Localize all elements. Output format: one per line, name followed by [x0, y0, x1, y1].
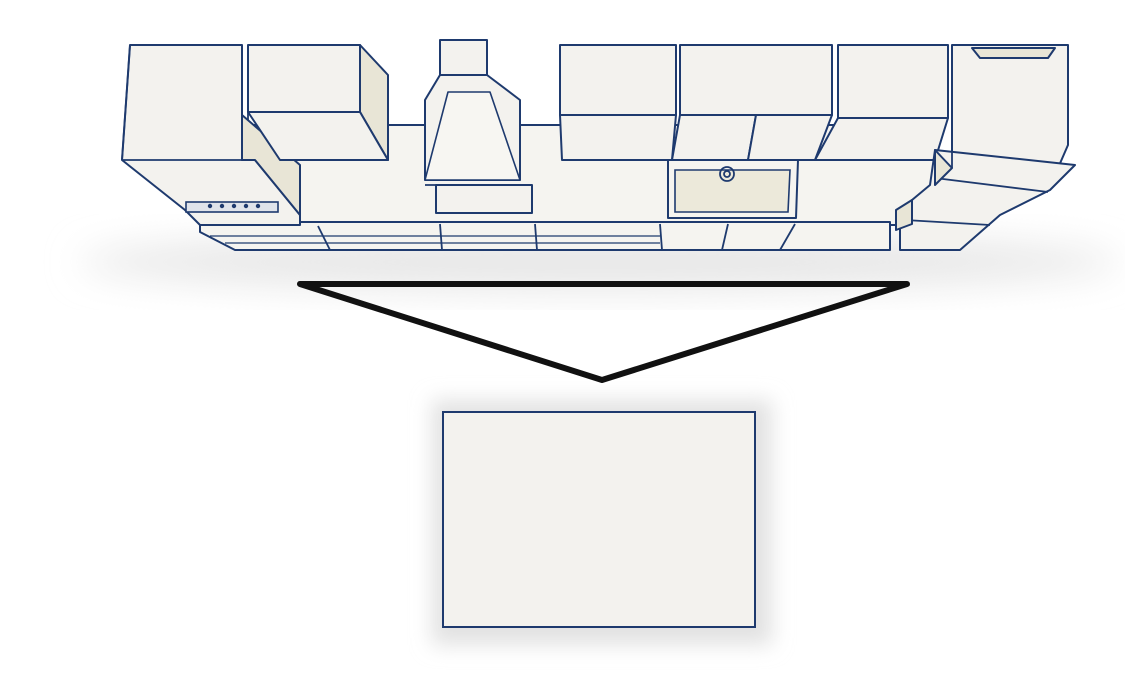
work-triangle [297, 281, 910, 383]
cooktop-panel [185, 201, 279, 213]
wall-cabinet-3-front [559, 114, 677, 161]
stove-knob-icon [219, 203, 225, 209]
left-tall-cabinet [121, 44, 301, 226]
refrigerator-door-line [934, 177, 1049, 193]
base-cabinet-divider [534, 223, 538, 251]
wall-cabinet-5-front [814, 117, 949, 161]
range-hood-face [424, 91, 521, 181]
refrigerator-top [951, 44, 1069, 169]
wall-cabinet-2-front [247, 111, 389, 161]
island [442, 411, 756, 628]
stove-cooktop [121, 44, 301, 226]
wall-cabinet-3 [559, 44, 677, 161]
range-hood-base [435, 184, 533, 214]
stove-knob-icon [207, 203, 213, 209]
stove-knob-icon [231, 203, 237, 209]
faucet-icon [723, 170, 731, 178]
base-cabinet-divider [779, 223, 796, 251]
sink-basin [674, 169, 791, 213]
refrigerator-handle-bar [971, 47, 1056, 59]
base-cabinet-divider [721, 223, 729, 251]
range-hood [424, 39, 533, 214]
base-cabinet-divider [439, 223, 443, 251]
refrigerator [895, 44, 1076, 251]
wall-cabinet-5-top [837, 44, 949, 119]
stove-knob-icon [243, 203, 249, 209]
base-cabinet-divider [659, 223, 663, 251]
stove-knob-icon [255, 203, 261, 209]
refrigerator-door-line [904, 219, 991, 226]
sink [667, 159, 799, 219]
base-cabinet-divider [317, 225, 331, 251]
refrigerator-handle [895, 199, 913, 231]
wall-cabinet-2-top [247, 44, 361, 113]
refrigerator-side [934, 149, 953, 186]
left-cabinet-edge [121, 44, 131, 161]
wall-cabinet-5 [814, 44, 949, 161]
wall-cabinet-4-front-left [671, 114, 757, 161]
wall-cabinet-4-top [679, 44, 833, 116]
wall-cabinet-3-top [559, 44, 677, 116]
faucet-icon [719, 166, 735, 182]
wall-cabinet-2 [247, 44, 389, 161]
wall-cabinet-4 [671, 44, 833, 161]
